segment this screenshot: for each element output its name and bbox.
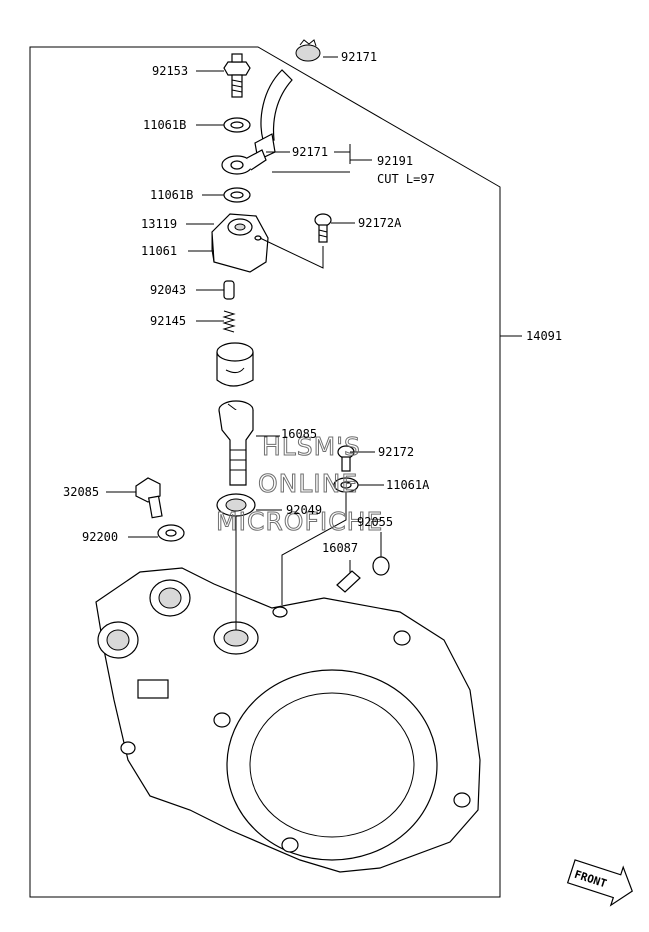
part-92171-cap [295,39,321,62]
part-92043-pin [223,280,235,300]
label-11061: 11061 [141,244,177,258]
label-92171-top: 92171 [341,50,377,64]
label-92043: 92043 [150,283,186,297]
label-16085: 16085 [281,427,317,441]
label-92191: 92191 [377,154,413,168]
label-11061A: 11061A [386,478,430,492]
label-14091: 14091 [526,329,562,343]
part-oil-hose [254,69,293,161]
part-banjo-fitting [221,149,267,175]
label-92200: 92200 [82,530,118,544]
assembly-outline [29,46,501,898]
label-11061B-lower: 11061B [150,188,193,202]
part-92049-seal [216,493,256,517]
label-11061B-upper: 11061B [143,118,186,132]
part-16085-shaft [218,400,254,486]
label-13119: 13119 [141,217,177,231]
part-92200-washer [157,524,185,542]
watermark-line2: ONLINE [258,469,358,498]
watermark-line3: MICROFICHE [216,507,383,536]
part-32085-bolt [135,477,163,519]
label-92145: 92145 [150,314,186,328]
part-crankcase-housing [95,567,481,873]
label-92153: 92153 [152,64,188,78]
part-11061B-washer-upper [223,117,251,133]
part-11061B-washer-lower [223,187,251,203]
label-cut-length: CUT L=97 [377,172,435,186]
label-92172: 92172 [378,445,414,459]
part-92145-spring [222,310,236,333]
part-pump-rotor [216,342,254,387]
label-92055: 92055 [357,515,393,529]
watermark: HLSM'S ONLINE MICROFICHE [216,432,383,537]
part-92153-bolt [223,53,251,98]
front-direction-marker: FRONT [566,859,633,907]
label-92171-mid: 92171 [292,145,328,159]
part-11061A-washer [333,477,359,493]
label-16087: 16087 [322,541,358,555]
part-92172A-screw [314,213,332,243]
leader-lines [106,56,522,630]
part-16087-pin [336,570,361,593]
label-92172A: 92172A [358,216,402,230]
part-labels: 92171 92153 11061B 92171 92191 CUT L=97 … [63,50,562,555]
label-32085: 32085 [63,485,99,499]
part-13119-cover [211,213,269,273]
label-92049: 92049 [286,503,322,517]
watermark-line1: HLSM'S [262,432,361,461]
part-92055-oring [372,556,390,576]
